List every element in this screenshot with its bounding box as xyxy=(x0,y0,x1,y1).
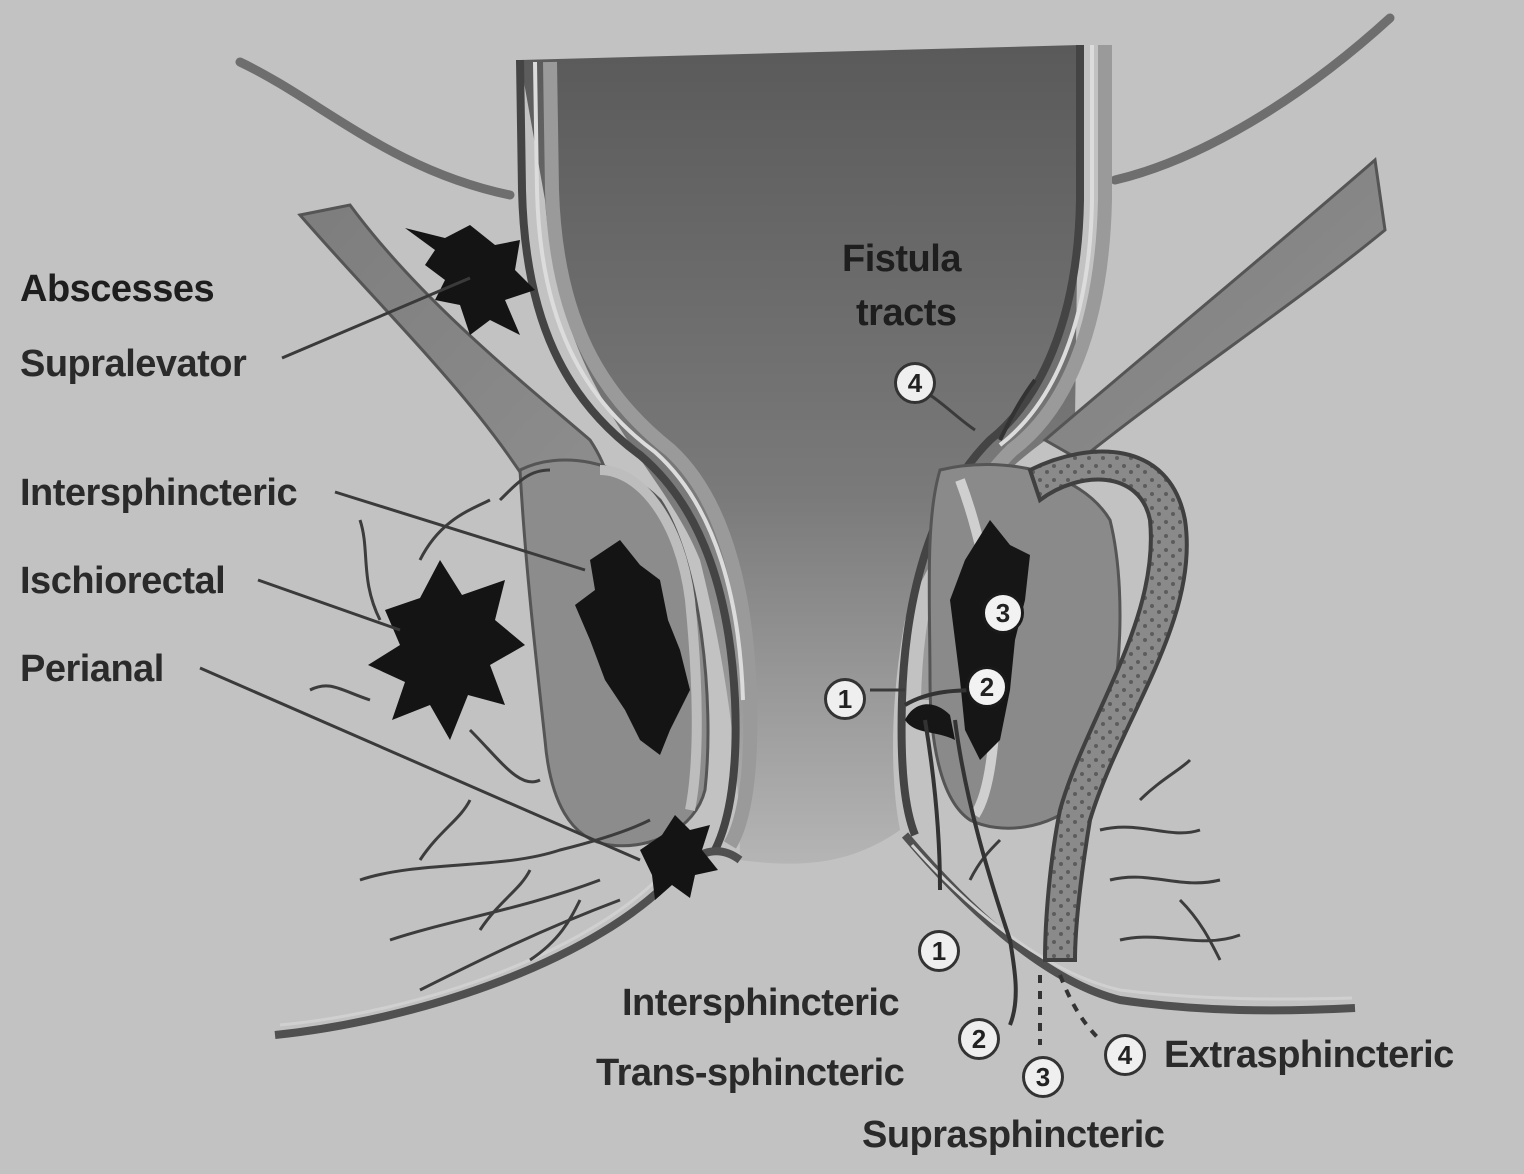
extrasphincteric-label: Extrasphincteric xyxy=(1164,1036,1454,1074)
fistula-heading-line1: Fistula xyxy=(842,240,961,278)
perianal-label: Perianal xyxy=(20,650,164,688)
ischiorectal-abscess xyxy=(368,560,525,740)
marker-3-skin: 3 xyxy=(1022,1056,1064,1098)
marker-2-skin: 2 xyxy=(958,1018,1000,1060)
fistula-heading-line2: tracts xyxy=(856,294,957,332)
trans-sphincteric-label: Trans-sphincteric xyxy=(596,1054,904,1092)
ischiorectal-label: Ischiorectal xyxy=(20,562,225,600)
marker-3-cavity: 3 xyxy=(982,592,1024,634)
abscesses-heading: Abscesses xyxy=(20,270,214,308)
intersphincteric-tract-label: Intersphincteric xyxy=(622,984,899,1022)
marker-2-cavity: 2 xyxy=(966,666,1008,708)
marker-1-lumen: 1 xyxy=(824,678,866,720)
suprasphincteric-label: Suprasphincteric xyxy=(862,1116,1164,1154)
marker-4-top: 4 xyxy=(894,362,936,404)
marker-4-skin: 4 xyxy=(1104,1034,1146,1076)
perineal-skin-right xyxy=(905,835,1355,1010)
supralevator-label: Supralevator xyxy=(20,345,246,383)
intersphincteric-abscess-label: Intersphincteric xyxy=(20,474,297,512)
marker-1-skin: 1 xyxy=(918,930,960,972)
